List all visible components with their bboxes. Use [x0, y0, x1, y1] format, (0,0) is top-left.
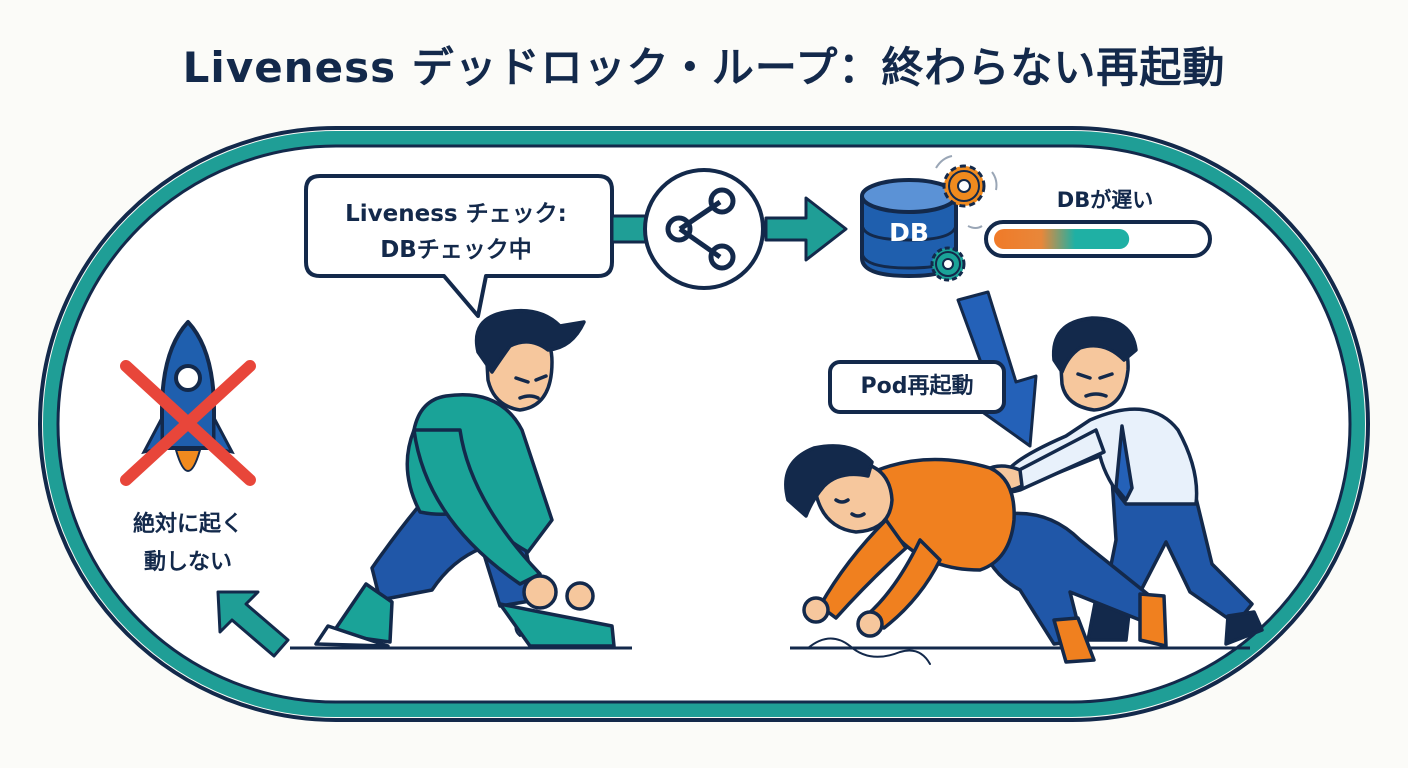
loop-frame-outer — [38, 126, 1370, 722]
shoelace — [807, 637, 931, 665]
loop-frame — [43, 131, 1365, 717]
page-title: Liveness デッドロック・ループ：終わらない再起動 — [182, 43, 1226, 92]
share-network-icon — [643, 168, 765, 290]
person-falling — [784, 444, 1168, 665]
restart-label: Pod再起動 — [860, 374, 974, 399]
gear-icon — [930, 246, 966, 282]
connector-bar — [610, 214, 648, 244]
loop-back-arrow — [216, 590, 290, 658]
never-starts-line-1: 絶対に起く — [132, 512, 243, 537]
speech-bubble — [304, 174, 614, 318]
db-progress-fill — [994, 229, 1130, 249]
cross-icon — [120, 360, 256, 486]
db-progress-bar — [984, 220, 1212, 258]
never-starts-label: 絶対に起く 動しない — [108, 506, 268, 582]
rotation-arrows — [935, 155, 998, 229]
database-label: DB — [889, 218, 929, 247]
speech-bubble-line-2: DBチェック中 — [380, 237, 532, 263]
restart-label-box — [828, 360, 1006, 414]
arrow-to-db — [764, 196, 848, 262]
gear-icon — [942, 164, 986, 208]
speech-bubble-line-1: Liveness チェック: — [345, 201, 567, 227]
never-starts-line-2: 動しない — [143, 550, 232, 575]
person-tying-shoe — [314, 308, 616, 648]
db-status-label: DBが遅い — [1056, 188, 1154, 212]
speech-bubble-text: Liveness チェック: DBチェック中 — [308, 196, 604, 268]
